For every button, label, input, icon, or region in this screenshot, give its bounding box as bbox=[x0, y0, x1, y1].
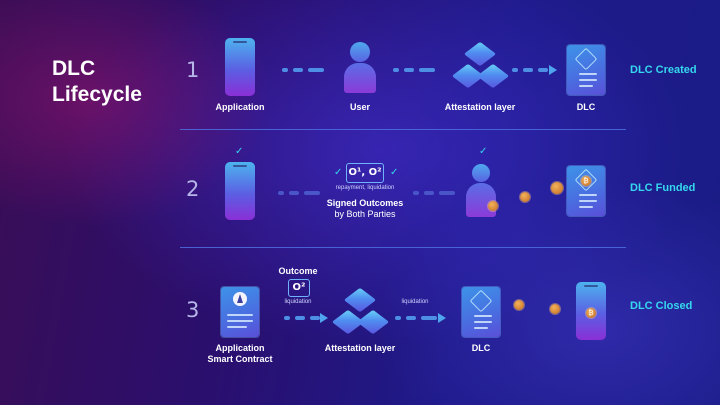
row-divider bbox=[180, 247, 626, 248]
outcomes-caption: repayment, liquidation bbox=[335, 185, 395, 191]
connector-dash bbox=[439, 191, 455, 195]
outcome-caption: liquidation bbox=[284, 299, 312, 305]
phone-icon bbox=[225, 38, 255, 96]
application-smart-contract-label: Application Smart Contract bbox=[190, 343, 290, 365]
row-divider bbox=[180, 129, 626, 130]
check-icon: ✓ bbox=[235, 146, 244, 157]
user-label: User bbox=[349, 102, 370, 112]
doc-line bbox=[579, 206, 593, 208]
connector-dash bbox=[289, 191, 299, 195]
bitcoin-coin-icon bbox=[514, 300, 524, 310]
contract-icon bbox=[567, 45, 605, 95]
status-dlc-closed: DLC Closed bbox=[630, 300, 693, 312]
bitcoin-coin-icon bbox=[551, 182, 563, 194]
connector-dash bbox=[406, 316, 416, 320]
bitcoin-coin-icon: ₿ bbox=[586, 308, 596, 318]
user-head bbox=[350, 42, 370, 62]
doc-line bbox=[579, 79, 597, 81]
doc-line bbox=[474, 327, 488, 329]
outcome-title: Outcome bbox=[278, 266, 318, 276]
cube-top bbox=[463, 41, 497, 67]
step-number-2: 2 bbox=[186, 177, 200, 201]
connector-dash bbox=[284, 316, 290, 320]
connector-dash bbox=[523, 68, 533, 72]
contract-icon bbox=[462, 287, 500, 337]
connector-dash bbox=[419, 68, 435, 72]
doc-line bbox=[474, 321, 492, 323]
bitcoin-coin-icon bbox=[488, 201, 498, 211]
bitcoin-coin-icon bbox=[520, 192, 530, 202]
bitcoin-coin-icon: ₿ bbox=[581, 176, 591, 186]
cube-right bbox=[356, 309, 390, 335]
step-number-3: 3 bbox=[186, 298, 200, 322]
connector-dash bbox=[393, 68, 399, 72]
ethereum-icon bbox=[233, 292, 247, 306]
doc-line bbox=[227, 326, 247, 328]
connector-dash bbox=[282, 68, 288, 72]
hexagon-mark bbox=[574, 47, 598, 71]
outcome-box: O² bbox=[288, 279, 310, 297]
connector-dash bbox=[278, 191, 284, 195]
step-number-1: 1 bbox=[186, 58, 200, 82]
arrow-head bbox=[438, 313, 446, 323]
doc-line bbox=[227, 320, 253, 322]
doc-line bbox=[579, 200, 597, 202]
signed-outcomes-label: Signed Outcomes bbox=[326, 198, 404, 208]
connector-dash bbox=[308, 68, 324, 72]
attestation-label: Attestation layer bbox=[324, 343, 396, 353]
dlc-label: DLC bbox=[576, 102, 596, 112]
diagram-title: DLC Lifecycle bbox=[52, 56, 142, 108]
cube-top bbox=[343, 287, 377, 313]
bitcoin-coin-icon bbox=[550, 304, 560, 314]
connector-dash bbox=[512, 68, 518, 72]
check-icon: ✓ bbox=[390, 167, 399, 178]
status-dlc-created: DLC Created bbox=[630, 64, 697, 76]
phone-icon: ₿ bbox=[576, 282, 606, 340]
connector-dash bbox=[421, 316, 437, 320]
contract-icon: ₿ bbox=[567, 166, 605, 216]
connector-dash bbox=[413, 191, 419, 195]
arrow-caption: liquidation bbox=[401, 299, 429, 305]
check-icon: ✓ bbox=[334, 167, 343, 178]
doc-line bbox=[579, 73, 597, 75]
connector-dash bbox=[404, 68, 414, 72]
bitcoin-symbol: ₿ bbox=[588, 309, 594, 317]
connector-dash bbox=[310, 316, 320, 320]
phone-icon bbox=[225, 162, 255, 220]
connector-dash bbox=[424, 191, 434, 195]
attestation-label: Attestation layer bbox=[444, 102, 516, 112]
doc-line bbox=[579, 85, 593, 87]
signed-outcomes-sublabel: by Both Parties bbox=[334, 209, 396, 219]
user-head bbox=[472, 164, 490, 182]
doc-line bbox=[579, 194, 597, 196]
status-dlc-funded: DLC Funded bbox=[630, 182, 696, 194]
application-label: Application bbox=[215, 102, 265, 112]
doc-line bbox=[227, 314, 253, 316]
signed-outcomes-box: O¹, O² bbox=[346, 163, 384, 183]
application-label-line1: Application bbox=[215, 343, 265, 353]
title-line-1: DLC bbox=[52, 57, 96, 80]
arrow-head bbox=[320, 313, 328, 323]
arrow-head bbox=[549, 65, 557, 75]
dlc-label: DLC bbox=[471, 343, 491, 353]
user-body bbox=[466, 183, 496, 217]
application-label-line2: Smart Contract bbox=[207, 354, 273, 364]
bitcoin-symbol: ₿ bbox=[583, 177, 589, 185]
connector-dash bbox=[538, 68, 548, 72]
doc-line bbox=[474, 315, 492, 317]
hexagon-mark bbox=[469, 289, 493, 313]
connector-dash bbox=[304, 191, 320, 195]
connector-dash bbox=[293, 68, 303, 72]
connector-dash bbox=[295, 316, 305, 320]
check-icon: ✓ bbox=[479, 146, 488, 157]
contract-icon bbox=[221, 287, 259, 337]
user-body bbox=[344, 63, 376, 93]
cube-right bbox=[476, 63, 510, 89]
title-line-2: Lifecycle bbox=[52, 83, 142, 106]
connector-dash bbox=[395, 316, 401, 320]
